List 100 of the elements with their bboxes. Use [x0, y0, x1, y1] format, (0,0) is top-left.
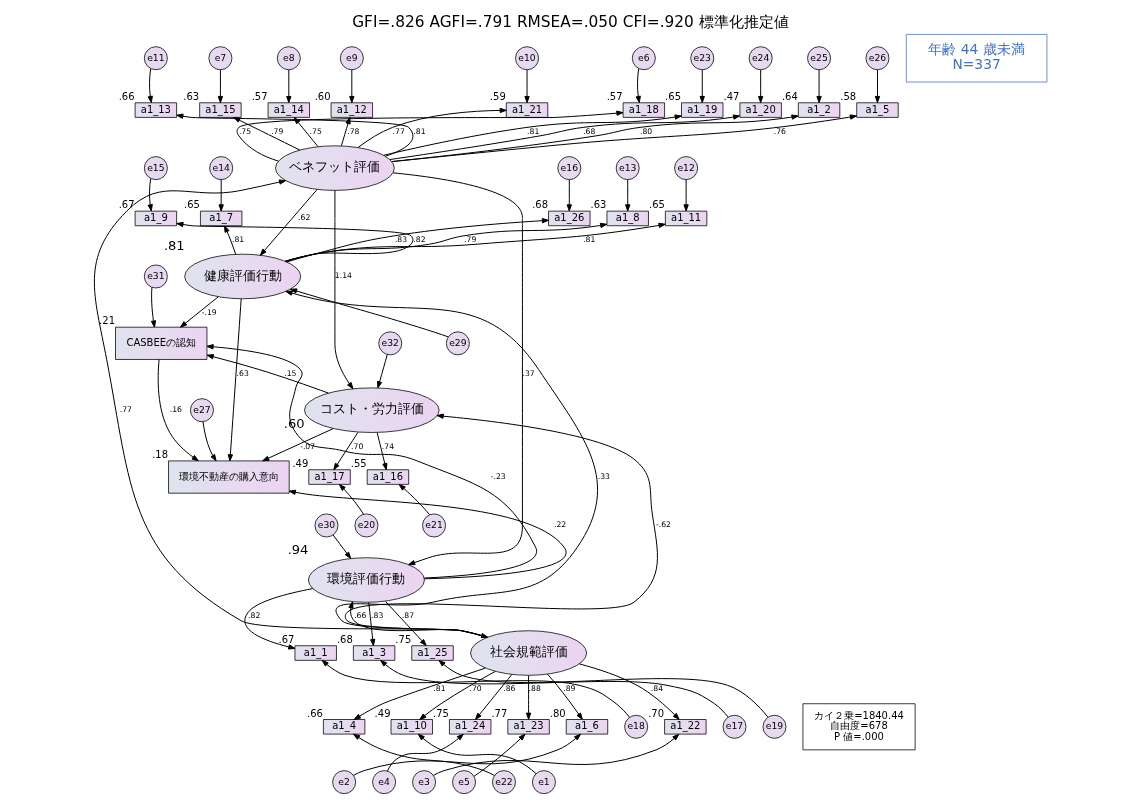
node-label: .67: [118, 199, 135, 211]
node-label: .55: [350, 457, 367, 469]
node-box: a1_13: [134, 102, 177, 118]
node-circle: e1: [531, 770, 556, 795]
edge-label: .87: [401, 611, 414, 621]
node-circle: e27: [189, 398, 214, 423]
node-circle: e26: [865, 46, 889, 71]
edge-label: .88: [528, 684, 541, 694]
edge-label: .79: [463, 234, 476, 244]
edge-label: .79: [270, 126, 283, 136]
arrow: [438, 659, 768, 718]
node-circle: e24: [748, 46, 773, 71]
node-label: .65: [664, 91, 681, 103]
arrow: [284, 222, 607, 262]
edge-label: .75: [238, 126, 251, 136]
node-label: .65: [183, 199, 200, 211]
node-circle: e11: [143, 46, 168, 71]
node-circle: e12: [673, 156, 698, 181]
node-label: .81: [163, 238, 185, 254]
arrow: [473, 733, 525, 777]
node-circle: e29: [445, 331, 470, 356]
arrow: [546, 673, 583, 720]
node-box: a1_7: [199, 210, 242, 227]
edge-label: .66: [353, 611, 366, 621]
arrow: [333, 190, 353, 390]
node-box: 環境不動産の購入意向: [167, 460, 290, 494]
edge-label: .70: [350, 441, 363, 451]
edge-label: .82: [247, 611, 260, 621]
arrow: [392, 172, 523, 566]
edge-label: .81: [231, 234, 244, 244]
edge-label: .83: [394, 234, 407, 244]
arrow: [432, 733, 679, 776]
edge-label: .89: [562, 684, 575, 694]
edge-label: .76: [773, 126, 786, 136]
edge-label: -.07: [299, 441, 315, 451]
arrow: [388, 114, 740, 161]
node-label: .75: [432, 707, 449, 719]
edge-label: .81: [412, 126, 426, 136]
node-box: a1_26: [547, 210, 590, 227]
node-box: a1_16: [366, 469, 409, 485]
edge-label: .81: [526, 126, 539, 136]
arrow: [218, 179, 224, 212]
arrow: [379, 659, 729, 718]
edge-label: -.62: [655, 520, 671, 530]
node-box: a1_4: [322, 719, 365, 735]
node-label: .49: [374, 707, 391, 719]
arrow: [150, 286, 156, 328]
arrow: [699, 69, 705, 104]
node-label: .47: [723, 91, 739, 103]
arrow: [624, 179, 630, 212]
node-circle: e15: [143, 156, 168, 181]
node-box: a1_14: [267, 102, 310, 118]
arrow: [285, 218, 549, 263]
arrow: [386, 733, 464, 772]
arrow: [525, 674, 531, 720]
arrow: [261, 428, 334, 462]
node-box: a1_19: [680, 102, 723, 118]
arrow: [288, 489, 567, 580]
arrow: [285, 69, 291, 104]
node-label: .75: [394, 633, 411, 645]
node-label: .66: [306, 707, 323, 719]
node-box: カイ２乗=1840.44 自由度=678 P 値=.000: [802, 703, 915, 751]
node-label: .59: [489, 91, 506, 103]
node-circle: e17: [722, 714, 746, 739]
diagram-title: GFI=.826 AGFI=.791 RMSEA=.050 CFI=.920 標準化推定値: [351, 12, 789, 31]
edge-label: .33: [597, 471, 610, 481]
arrow: [206, 354, 329, 394]
node-circle: e30: [314, 513, 338, 538]
edge-label: .86: [502, 684, 515, 694]
node-label: .58: [839, 91, 856, 103]
edge-label: .81: [582, 234, 595, 244]
node-circle: e25: [806, 46, 831, 71]
arrow: [243, 588, 313, 650]
node-box: a1_15: [198, 102, 242, 118]
node-label: .63: [182, 91, 199, 103]
edge-label: -.23: [490, 471, 506, 481]
node-circle: e18: [623, 714, 648, 739]
node-label: .63: [590, 199, 606, 211]
arrow: [376, 432, 387, 471]
node-box: CASBEEの認知: [114, 326, 207, 360]
arrow: [382, 114, 682, 156]
node-circle: e13: [615, 156, 640, 181]
arrow: [321, 659, 630, 718]
node-box: a1_18: [622, 102, 665, 118]
node-ellipse: ベネフット評価: [274, 145, 395, 191]
arrow: [332, 431, 358, 471]
node-label: .57: [251, 91, 268, 103]
edge-label: .68: [582, 126, 595, 136]
arrow: [147, 68, 153, 104]
edge-label: .80: [639, 126, 652, 136]
node-label: .60: [283, 416, 305, 432]
arrow: [474, 674, 512, 720]
node-box: a1_12: [330, 102, 373, 118]
edge-label: .37: [521, 368, 535, 378]
node-box: a1_3: [352, 645, 395, 661]
node-box: a1_11: [664, 210, 707, 227]
node-circle: e23: [689, 46, 714, 71]
node-label: .64: [781, 91, 798, 103]
arrow: [147, 178, 153, 212]
node-circle: e20: [354, 513, 378, 538]
